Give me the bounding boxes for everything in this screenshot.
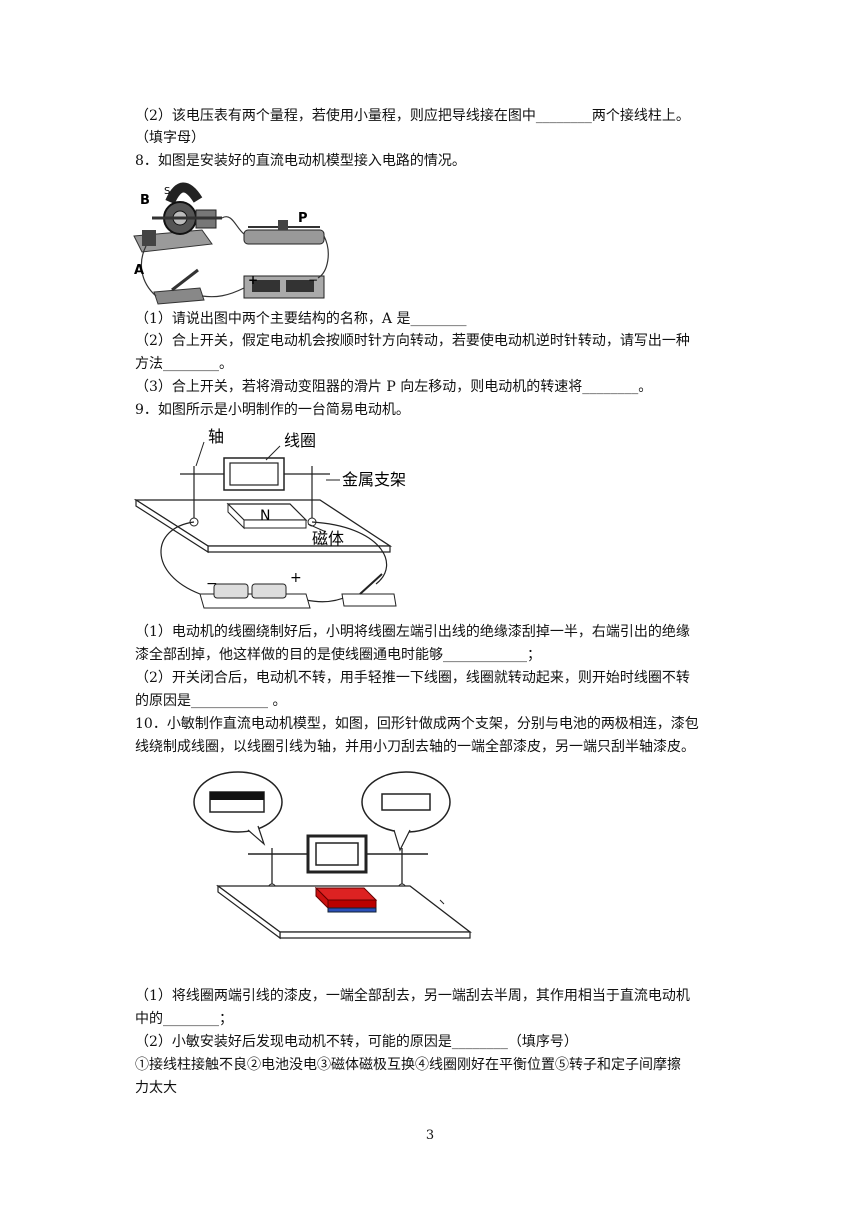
- label-n: N: [260, 508, 270, 524]
- label-minus: −: [308, 273, 318, 287]
- label-minus: −: [206, 576, 218, 592]
- text-line: （1）请说出图中两个主要结构的名称，A 是________: [135, 311, 467, 327]
- text-line: （1）将线圈两端引线的漆皮，一端全部刮去，另一端刮去半周，其作用相当于直流电动机: [135, 988, 690, 1004]
- question-8: 8．如图是安装好的直流电动机模型接入电路的情况。: [135, 153, 466, 169]
- text-line: 力太大: [135, 1080, 177, 1096]
- text-line: 线绕制成线圈，以线圈引线为轴，并用小刀刮去轴的一端全部漆皮，另一端只刮半轴漆皮。: [135, 739, 695, 755]
- label-coil: 线圈: [284, 431, 316, 450]
- label-plus: +: [290, 570, 302, 586]
- label-bracket: 金属支架: [342, 470, 406, 489]
- label-magnet: 磁体: [312, 529, 344, 548]
- figure-8-motor-circuit: B S A P + −: [132, 172, 332, 308]
- figure-10-motor-model: [193, 771, 472, 940]
- text-line: （3）合上开关，若将滑动变阻器的滑片 P 向左移动，则电动机的转速将______…: [135, 379, 653, 395]
- text-line: （填字母）: [135, 130, 205, 146]
- text-line: ①接线柱接触不良②电池没电③磁体磁极互换④线圈刚好在平衡位置⑤转子和定子间摩擦: [135, 1057, 681, 1073]
- text-line: （1）电动机的线圈绕制好后，小明将线圈左端引出线的绝缘漆刮掉一半，右端引出的绝缘: [135, 624, 690, 640]
- text-line: （2）开关闭合后，电动机不转，用手轻推一下线圈，线圈就转动起来，则开始时线圈不转: [135, 670, 690, 686]
- label-axis: 轴: [208, 427, 224, 446]
- text-line: 方法________。: [135, 356, 233, 372]
- question-10: 10．小敏制作直流电动机模型，如图，回形针做成两个支架，分别与电池的两极相连，漆…: [135, 716, 699, 732]
- question-9: 9．如图所示是小明制作的一台简易电动机。: [135, 402, 410, 418]
- label-b: B: [140, 193, 150, 208]
- text-line: （2）该电压表有两个量程，若使用小量程，则应把导线接在图中________两个接…: [135, 108, 690, 124]
- text-line: （2）合上开关，假定电动机会按顺时针方向转动，若要使电动机逆时针转动，请写出一种: [135, 333, 690, 349]
- page-number: 3: [425, 1128, 435, 1143]
- label-a: A: [134, 263, 144, 278]
- label-plus: +: [248, 273, 258, 287]
- text-line: 中的________；: [135, 1011, 233, 1027]
- figure-9-simple-motor: 轴 线圈 金属支架 N 磁体 − +: [133, 427, 406, 609]
- text-line: 漆全部刮掉，他这样做的目的是使线圈通电时能够____________；: [135, 647, 541, 663]
- text-line: （2）小敏安装好后发现电动机不转，可能的原因是________（填序号）: [135, 1034, 578, 1050]
- text-line: 的原因是___________ 。: [135, 693, 287, 709]
- label-p: P: [298, 211, 308, 226]
- label-s: S: [164, 186, 170, 197]
